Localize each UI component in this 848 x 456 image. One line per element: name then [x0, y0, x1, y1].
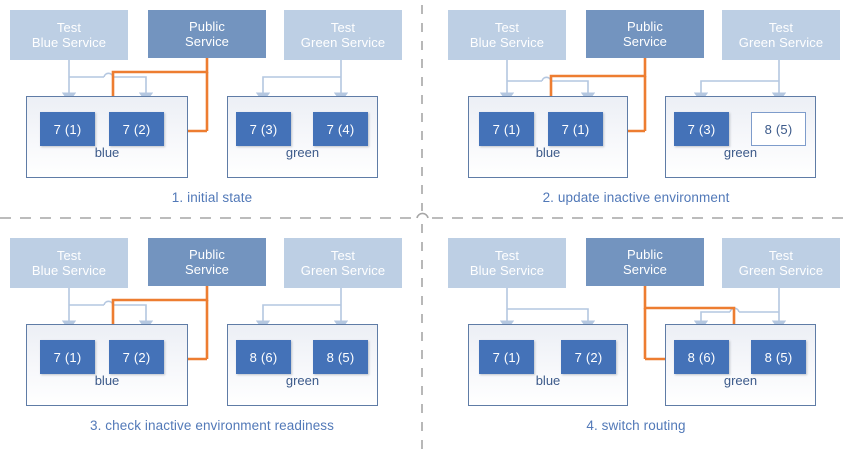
test-blue-service-box[interactable]: Test Blue Service	[448, 10, 566, 60]
test-blue-service-line1: Test	[56, 20, 82, 35]
green-environment-label: green	[723, 145, 758, 160]
test-blue-service-line1: Test	[56, 248, 82, 263]
instance-box[interactable]: 7 (1)	[479, 340, 534, 374]
test-green-service-line2: Green Service	[738, 35, 824, 50]
test-green-service-box[interactable]: Test Green Service	[722, 238, 840, 288]
test-green-service-box[interactable]: Test Green Service	[722, 10, 840, 60]
green-environment-label: green	[285, 373, 320, 388]
public-service-line2: Service	[622, 262, 668, 277]
test-green-service-line1: Test	[768, 20, 794, 35]
public-service-line2: Service	[622, 34, 668, 49]
test-blue-service-line2: Blue Service	[31, 35, 107, 50]
panel-caption: 1. initial state	[171, 190, 253, 205]
public-service-line1: Public	[188, 19, 225, 34]
instance-box[interactable]: 7 (1)	[40, 112, 95, 146]
test-green-service-line1: Test	[330, 248, 356, 263]
blue-environment-label: blue	[94, 373, 120, 388]
instance-box[interactable]: 8 (5)	[313, 340, 368, 374]
instance-box[interactable]: 7 (2)	[109, 112, 164, 146]
public-service-line1: Public	[626, 247, 663, 262]
public-service-box[interactable]: Public Service	[586, 10, 704, 58]
test-blue-service-line1: Test	[494, 20, 520, 35]
public-service-box[interactable]: Public Service	[586, 238, 704, 286]
test-green-service-line2: Green Service	[300, 35, 386, 50]
panel-initial-state: Test Blue Service Public Service Test Gr…	[0, 0, 424, 228]
instance-box[interactable]: 7 (4)	[313, 112, 368, 146]
test-blue-service-box[interactable]: Test Blue Service	[10, 10, 128, 60]
test-blue-service-line2: Blue Service	[469, 263, 545, 278]
public-service-line2: Service	[184, 34, 230, 49]
test-green-service-box[interactable]: Test Green Service	[284, 238, 402, 288]
test-green-service-line1: Test	[330, 20, 356, 35]
panel-caption: 3. check inactive environment readiness	[89, 418, 335, 433]
green-environment-label: green	[723, 373, 758, 388]
blue-environment-label: blue	[535, 145, 561, 160]
instance-box[interactable]: 8 (6)	[236, 340, 291, 374]
green-environment-label: green	[285, 145, 320, 160]
public-service-line1: Public	[188, 247, 225, 262]
blue-environment-label: blue	[535, 373, 561, 388]
instance-box[interactable]: 8 (5)	[751, 112, 806, 146]
test-green-service-line1: Test	[768, 248, 794, 263]
instance-box[interactable]: 7 (1)	[40, 340, 95, 374]
panel-caption: 2. update inactive environment	[542, 190, 730, 205]
blue-environment-label: blue	[94, 145, 120, 160]
panel-switch-routing: Test Blue Service Public Service Test Gr…	[424, 228, 848, 456]
instance-box[interactable]: 8 (5)	[751, 340, 806, 374]
test-blue-service-line1: Test	[494, 248, 520, 263]
test-green-service-line2: Green Service	[300, 263, 386, 278]
panel-caption: 4. switch routing	[586, 418, 686, 433]
instance-box[interactable]: 7 (1)	[479, 112, 534, 146]
instance-box[interactable]: 7 (2)	[109, 340, 164, 374]
test-blue-service-box[interactable]: Test Blue Service	[448, 238, 566, 288]
instance-box[interactable]: 8 (6)	[674, 340, 729, 374]
public-service-line2: Service	[184, 262, 230, 277]
test-green-service-line2: Green Service	[738, 263, 824, 278]
test-blue-service-line2: Blue Service	[31, 263, 107, 278]
test-blue-service-box[interactable]: Test Blue Service	[10, 238, 128, 288]
instance-box[interactable]: 7 (3)	[674, 112, 729, 146]
panel-update-inactive-environment: Test Blue Service Public Service Test Gr…	[424, 0, 848, 228]
instance-box[interactable]: 7 (3)	[236, 112, 291, 146]
test-green-service-box[interactable]: Test Green Service	[284, 10, 402, 60]
panel-check-inactive-environment-readiness: Test Blue Service Public Service Test Gr…	[0, 228, 424, 456]
instance-box[interactable]: 7 (1)	[548, 112, 603, 146]
test-blue-service-line2: Blue Service	[469, 35, 545, 50]
public-service-line1: Public	[626, 19, 663, 34]
instance-box[interactable]: 7 (2)	[561, 340, 616, 374]
public-service-box[interactable]: Public Service	[148, 10, 266, 58]
public-service-box[interactable]: Public Service	[148, 238, 266, 286]
